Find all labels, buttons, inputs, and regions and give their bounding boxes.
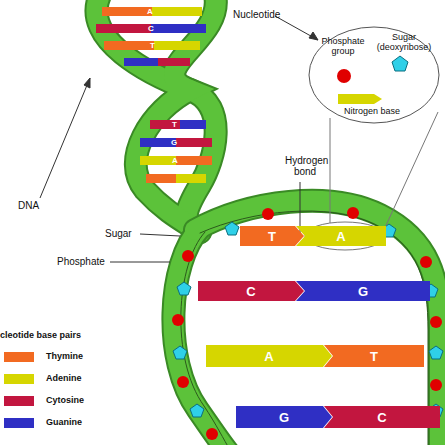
base-bar bbox=[180, 120, 206, 129]
phosphate-dot bbox=[182, 250, 194, 262]
part-label: Sugar bbox=[105, 228, 132, 239]
legend-title: cleotide base pairs bbox=[0, 330, 81, 340]
nucleotide-callout: Phosphate groupSugar (deoxyribose) Nitrog… bbox=[308, 26, 440, 124]
base-bar bbox=[96, 24, 151, 33]
sugar-pentagon bbox=[225, 222, 239, 235]
base-bar bbox=[140, 138, 176, 147]
callout-text: Sugar (deoxyribose) bbox=[372, 32, 436, 52]
legend-swatch bbox=[4, 352, 34, 362]
phosphate-dot bbox=[430, 316, 442, 328]
base-letter: G bbox=[171, 138, 177, 147]
base-letter: C bbox=[246, 284, 255, 299]
phosphate-dot bbox=[262, 208, 274, 220]
legend-text: Thymine bbox=[46, 351, 83, 361]
base-bar bbox=[102, 7, 152, 16]
base-letter: C bbox=[377, 410, 386, 425]
base-bar bbox=[158, 58, 190, 66]
base-bar: G bbox=[236, 406, 332, 428]
base-letter: A bbox=[172, 156, 178, 165]
helix-band bbox=[96, 0, 440, 445]
callout-line bbox=[330, 118, 331, 223]
legend-swatch bbox=[4, 374, 34, 384]
leader-line bbox=[140, 234, 180, 236]
phosphate-dot bbox=[420, 256, 432, 268]
base-arrow bbox=[338, 94, 382, 104]
legend-text: Adenine bbox=[46, 373, 82, 383]
phosphate-dot bbox=[347, 207, 359, 219]
helix-strand bbox=[195, 201, 440, 445]
leader-lines bbox=[40, 16, 438, 262]
base-letter: T bbox=[370, 349, 378, 364]
ellipse-outline bbox=[309, 27, 439, 123]
base-bar bbox=[176, 138, 212, 147]
legend-swatch bbox=[4, 418, 34, 428]
base-bar: C bbox=[324, 406, 440, 428]
base-letter: T bbox=[172, 120, 177, 129]
phosphate-dot bbox=[172, 314, 184, 326]
helix-strand bbox=[96, 0, 215, 232]
phosphate-dot bbox=[430, 379, 442, 391]
base-bar: G bbox=[296, 281, 430, 301]
base-letter: G bbox=[358, 284, 368, 299]
base-bar: C bbox=[198, 281, 304, 301]
base-bar bbox=[154, 41, 200, 50]
sugar-pentagon bbox=[173, 346, 187, 359]
helix-strand bbox=[136, 0, 216, 232]
base-bar bbox=[140, 156, 176, 165]
base-bar: A bbox=[296, 226, 386, 246]
arrow-head bbox=[309, 32, 318, 40]
base-bar bbox=[150, 120, 180, 129]
part-label: Nucleotide bbox=[233, 9, 280, 20]
base-letter: G bbox=[279, 410, 289, 425]
legend-swatch bbox=[4, 396, 34, 406]
helix-strand-outline bbox=[195, 201, 440, 445]
phosphate-dot bbox=[337, 69, 351, 83]
part-label: Hydrogen bond bbox=[285, 155, 325, 177]
base-bar bbox=[176, 156, 212, 165]
sugar-pentagon bbox=[190, 404, 204, 417]
part-label: DNA bbox=[18, 200, 39, 211]
sugar-pentagon bbox=[392, 56, 408, 71]
arrow-head bbox=[84, 78, 90, 88]
backbone-units bbox=[172, 207, 443, 440]
base-letter: T bbox=[268, 229, 276, 244]
base-bar: T bbox=[324, 345, 424, 367]
sugar-pentagon bbox=[177, 282, 191, 295]
base-letter: A bbox=[147, 7, 153, 16]
base-letter: A bbox=[336, 229, 345, 244]
sugar-pentagon bbox=[429, 346, 443, 359]
callout-text: Phosphate group bbox=[312, 36, 374, 56]
base-letter: A bbox=[264, 349, 273, 364]
helix-strand-outline bbox=[96, 0, 215, 232]
base-bar: A bbox=[206, 345, 332, 367]
base-bar bbox=[151, 24, 206, 33]
callout-line bbox=[383, 112, 438, 232]
base-bar bbox=[146, 174, 176, 183]
legend-text: Guanine bbox=[46, 417, 82, 427]
base-bar bbox=[176, 174, 206, 183]
base-letter: T bbox=[150, 41, 155, 50]
leader-line bbox=[275, 16, 318, 40]
base-bar: T bbox=[240, 226, 304, 246]
base-letter: C bbox=[148, 24, 154, 33]
base-bar bbox=[152, 7, 202, 16]
phosphate-dot bbox=[177, 376, 189, 388]
leader-line bbox=[300, 182, 301, 233]
callout-text: Nitrogen base bbox=[332, 106, 412, 116]
leader-line bbox=[40, 78, 90, 198]
base-bar bbox=[124, 58, 158, 66]
part-label: Phosphate bbox=[57, 256, 105, 267]
base-bar bbox=[104, 41, 154, 50]
upper-rungs bbox=[96, 7, 212, 183]
backbone-line bbox=[181, 232, 230, 445]
leader-line bbox=[110, 262, 170, 263]
phosphate-dot bbox=[206, 428, 218, 440]
legend-text: Cytosine bbox=[46, 395, 84, 405]
